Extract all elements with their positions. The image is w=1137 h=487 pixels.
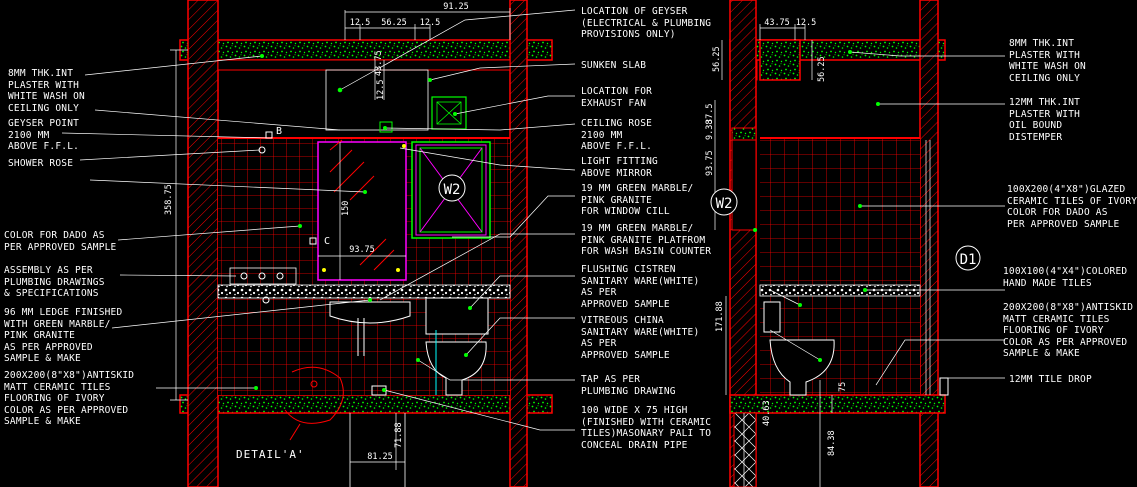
leaders-left-a (61, 55, 371, 389)
note-left-dado-color: COLOR FOR DADO AS PER APPROVED SAMPLE (4, 230, 117, 253)
dim-pali-width: 81.25 (367, 452, 393, 462)
window-tag-circle-a (438, 174, 466, 202)
mirror-a (317, 141, 407, 281)
door-tag: D1 (960, 252, 977, 268)
window-tag-a: W2 (444, 182, 461, 198)
wc-a (425, 341, 487, 396)
note-light-fitting: LIGHT FITTING ABOVE MIRROR (581, 156, 658, 179)
marker-c: C (324, 236, 330, 247)
note-sunken-slab: SUNKEN SLAB (581, 60, 647, 71)
dim-top-mid: 56.25 (381, 18, 407, 28)
dim-b-window-a: 37.5 (705, 104, 715, 124)
note-tap: TAP AS PER PLUMBING DRAWING (581, 374, 676, 397)
dim-b-cistern: 171.88 (715, 301, 725, 332)
left-wall-a (187, 0, 219, 487)
dim-b-slab-right: 56.25 (817, 56, 827, 82)
marker-b: B (276, 126, 282, 137)
dim-height-total: 358.75 (164, 184, 174, 215)
dim-b-window-b: 9.38 (705, 120, 715, 140)
cistern-a (425, 297, 489, 335)
dim-mirror-width: 93.75 (349, 245, 375, 255)
dim-top-left: 12.5 (350, 18, 370, 28)
dim-slab-b: 43.75 (374, 50, 384, 76)
dim-b-sunk-a: 40.63 (762, 400, 772, 426)
note-b-antiskid: 200X200(8"X8")ANTISKID MATT CERAMIC TILE… (1003, 302, 1134, 359)
dim-b-top-b: 12.5 (796, 18, 816, 28)
note-flushing-cistern: FLUSHING CISTREN SANITARY WARE(WHITE) AS… (581, 264, 700, 310)
dim-b-pali: 75 (838, 382, 848, 392)
section-b: 43.75 12.5 56.25 56.25 37.5 9.38 93.75 1… (705, 0, 1005, 487)
leader-nodes-a (254, 54, 472, 392)
dim-b-window-c: 93.75 (705, 150, 715, 176)
note-b-hand-made-tiles: 100X100(4"X4")COLORED HAND MADE TILES (1003, 266, 1128, 289)
dimension-lines-a (170, 8, 511, 470)
window-tag-b: W2 (716, 196, 733, 212)
dim-mirror-height: 150 (341, 201, 351, 216)
leader-nodes-b (753, 50, 880, 362)
note-geyser-location: LOCATION OF GEYSER (ELECTRICAL & PLUMBIN… (581, 6, 712, 40)
note-ceiling-rose: CEILING ROSE 2100 MM ABOVE F.F.L. (581, 118, 653, 152)
roof-slab-a (179, 39, 553, 61)
note-left-plaster: 8MM THK.INT PLASTER WITH WHITE WASH ON C… (8, 68, 85, 114)
right-wall-a (509, 0, 528, 487)
floor-slab-a (179, 394, 553, 414)
note-masonry-pali: 100 WIDE X 75 HIGH (FINISHED WITH CERAMI… (581, 405, 712, 451)
ledge-b (759, 284, 921, 297)
dim-pipe-height: 71.88 (394, 422, 404, 448)
floor-slab-b (729, 394, 946, 414)
leaders-b (769, 51, 1005, 386)
note-basin-counter: 19 MM GREEN MARBLE/ PINK GRANITE PLATFRO… (581, 223, 712, 257)
basin-ledge-a (217, 284, 511, 299)
note-vitreous-china: VITREOUS CHINA SANITARY WARE(WHITE) AS P… (581, 315, 700, 361)
note-left-flooring: 200X200(8"X8")ANTISKID MATT CERAMIC TILE… (4, 370, 135, 427)
dim-slab-a: 12.5 (376, 80, 386, 100)
note-b-tile-drop: 12MM TILE DROP (1009, 374, 1092, 385)
detail-label: DETAIL'A' (236, 448, 305, 461)
note-left-assembly: ASSEMBLY AS PER PLUMBING DRAWINGS & SPEC… (4, 265, 105, 299)
dim-top-right: 12.5 (420, 18, 440, 28)
dim-b-top-a: 43.75 (764, 18, 790, 28)
note-window-cill: 19 MM GREEN MARBLE/ PINK GRANITE FOR WIN… (581, 183, 694, 217)
wc-b (769, 339, 835, 396)
geyser-location-a (325, 69, 429, 131)
wash-basin-a (329, 301, 411, 324)
leaders-right-a (339, 9, 576, 431)
door-tag-circle (955, 245, 981, 271)
note-left-geyser-point: GEYSER POINT 2100 MM ABOVE F.F.L. (8, 118, 80, 152)
note-exhaust-fan: LOCATION FOR EXHAUST FAN (581, 86, 653, 109)
dim-b-sunk-b: 84.38 (827, 430, 837, 456)
section-a: 91.25 12.5 56.25 12.5 12.5 43.75 358.75 … (61, 0, 576, 487)
window-tag-circle-b (710, 188, 738, 216)
note-b-wall-plaster: 12MM THK.INT PLASTER WITH OIL BOUND DIST… (1009, 97, 1081, 143)
cistern-b (763, 301, 781, 333)
dim-b-slab-left: 56.25 (712, 46, 722, 72)
right-wall-b (919, 0, 939, 487)
note-left-shower-rose: SHOWER ROSE (8, 158, 74, 169)
note-left-ledge: 96 MM LEDGE FINISHED WITH GREEN MARBLE/ … (4, 307, 123, 364)
note-b-glazed-tiles: 100X200(4"X8")GLAZED CERAMIC TILES OF IV… (1007, 184, 1137, 230)
note-b-ceiling-plaster: 8MM THK.INT PLASTER WITH WHITE WASH ON C… (1009, 38, 1086, 84)
dim-top-overall: 91.25 (443, 2, 469, 12)
